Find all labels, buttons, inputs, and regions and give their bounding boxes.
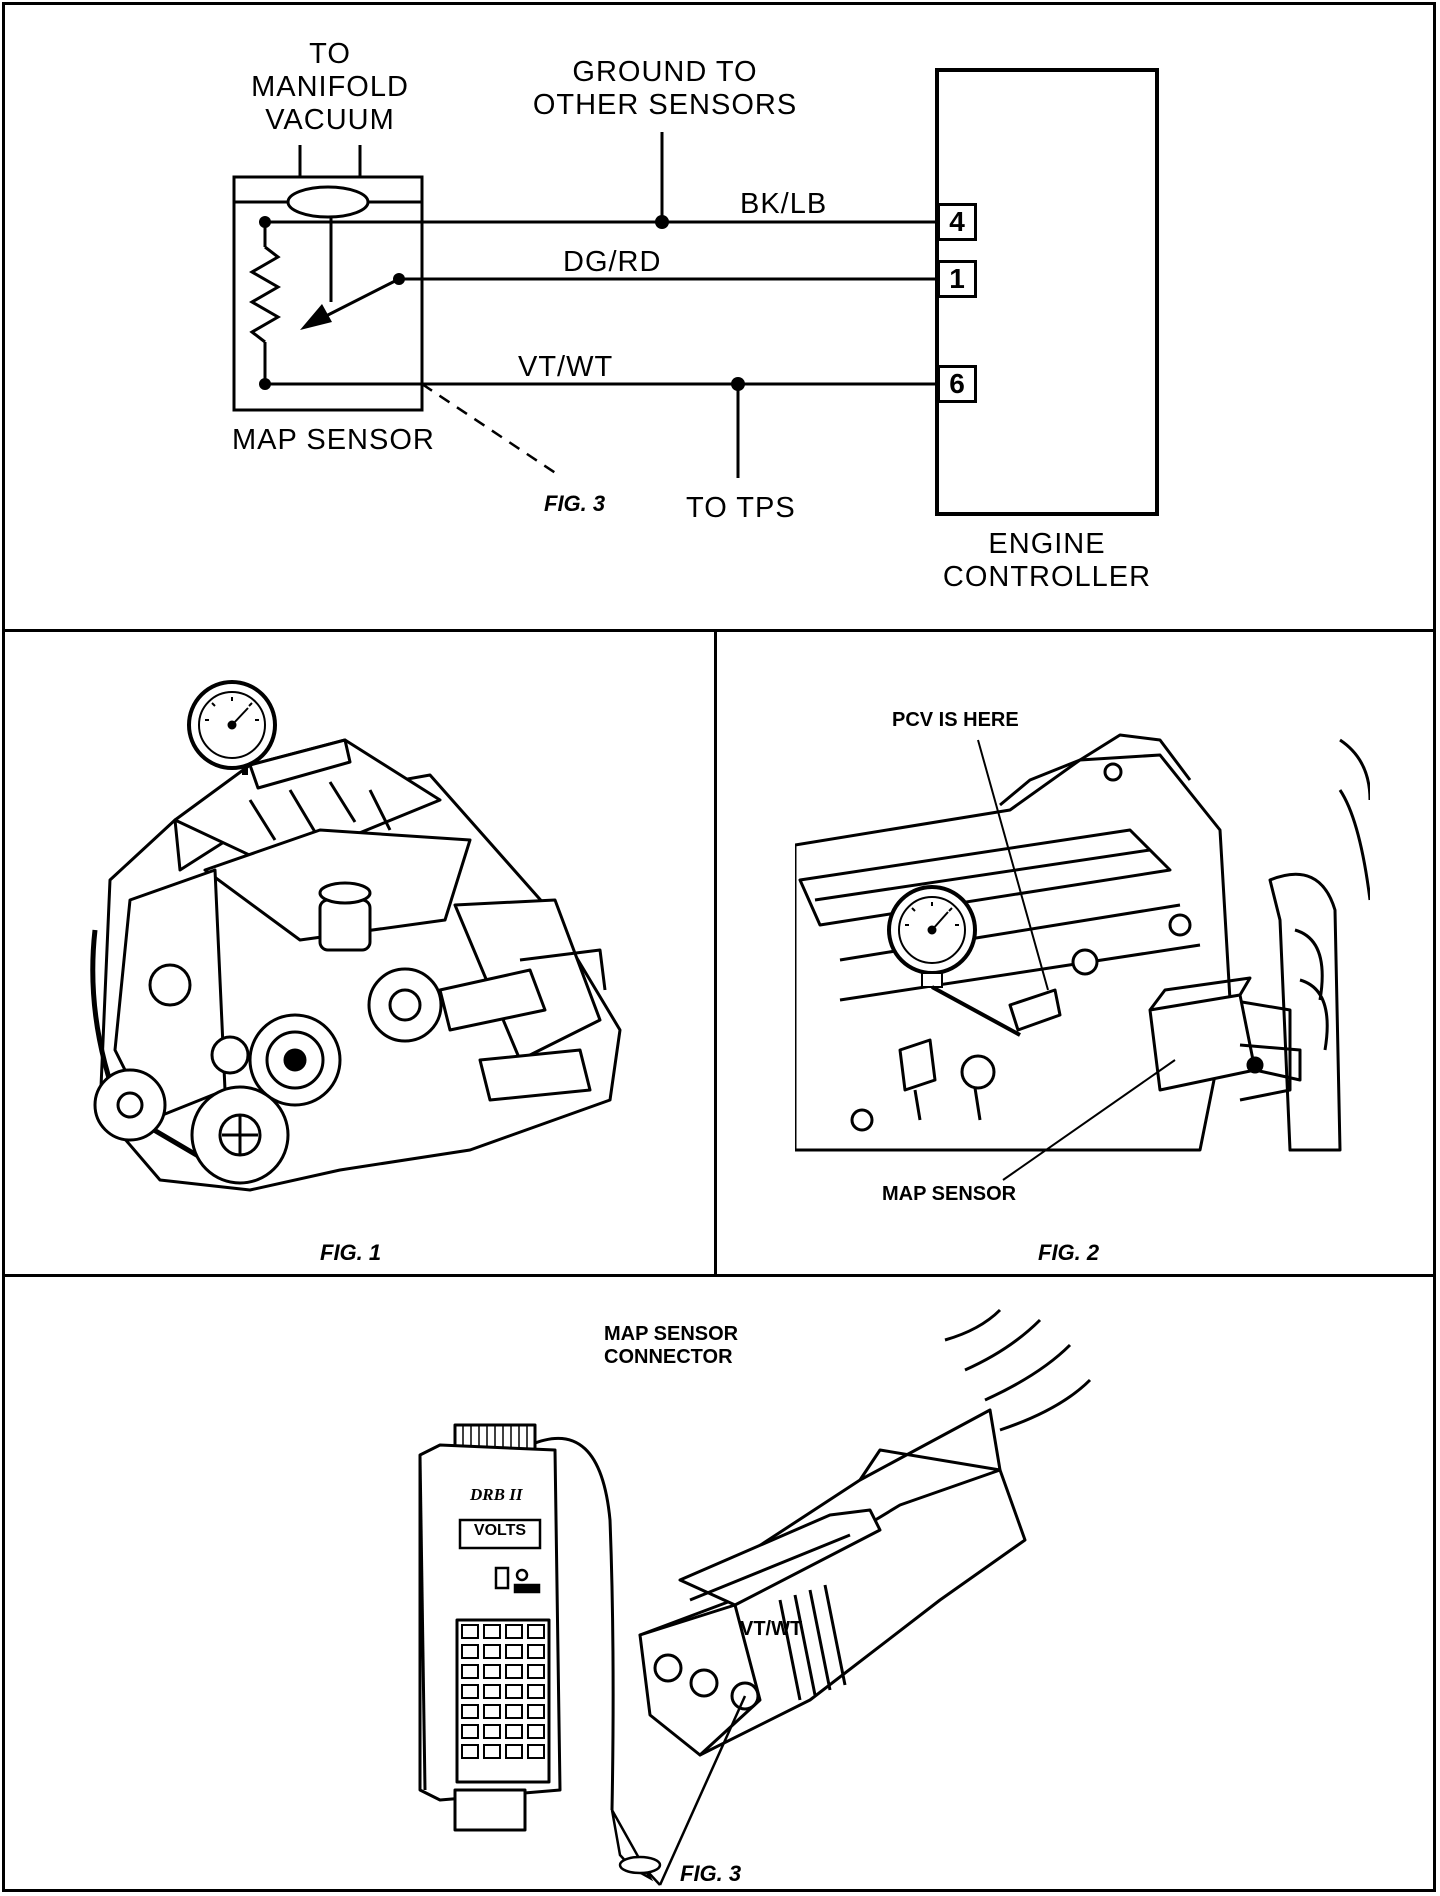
figure1-caption: FIG. 1: [320, 1240, 382, 1265]
tester-display-icon: [458, 1518, 542, 1550]
tester-keypad-icon: [461, 1624, 545, 1759]
vt-wt-fig3-label: VT/WT: [740, 1618, 803, 1640]
wire-bk-lb-label: BK/LB: [740, 188, 828, 220]
map-sensor-label: MAP SENSOR: [232, 424, 435, 456]
diaphragm-icon: [286, 185, 370, 219]
pcv-label: PCV IS HERE: [892, 709, 1019, 731]
ground-splice-icon: [655, 215, 669, 229]
wire-vt-wt-label: VT/WT: [518, 351, 614, 383]
to-tps-label: TO TPS: [686, 492, 796, 524]
wire-dg-rd-label: DG/RD: [563, 246, 662, 278]
ground-label: GROUND TO OTHER SENSORS: [532, 56, 798, 121]
map-sensor-fig2-label: MAP SENSOR: [882, 1183, 1017, 1205]
connector-label: MAP SENSOR CONNECTOR: [604, 1323, 739, 1368]
tester-brand: DRB II: [470, 1485, 523, 1504]
figure3-panel: [2, 1274, 1436, 1892]
pin-4: 4: [937, 203, 977, 241]
tester-display-text: VOLTS: [473, 1522, 527, 1539]
resistor-icon: [248, 245, 282, 344]
map-sensor-box: [232, 175, 424, 412]
pin-1: 1: [937, 260, 977, 298]
wiper-arrow-icon: [300, 304, 332, 330]
figure3-caption: FIG. 3: [680, 1861, 742, 1886]
tps-splice-icon: [731, 377, 745, 391]
vacuum-gauge-fig1-icon: [187, 680, 277, 775]
vacuum-gauge-fig2-icon: [887, 885, 1021, 1037]
vacuum-port-icon: [298, 145, 362, 177]
engine-controller-label: ENGINE CONTROLLER: [942, 528, 1152, 593]
manifold-vacuum-label: TO MANIFOLD VACUUM: [251, 38, 409, 136]
fig3-reference: FIG. 3: [544, 491, 606, 516]
test-probe-icon: [610, 1809, 662, 1886]
figure2-caption: FIG. 2: [1038, 1240, 1100, 1265]
pin-6: 6: [937, 365, 977, 403]
